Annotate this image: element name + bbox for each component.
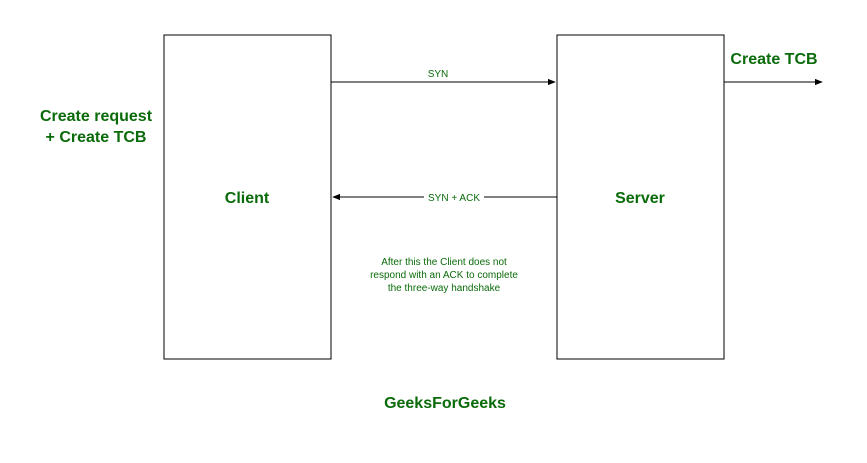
server-note-label: Create TCB (730, 51, 817, 68)
server-box (556, 34, 725, 360)
annotation-line1: After this the Client does not (381, 257, 507, 268)
syn-label: SYN (428, 69, 449, 80)
client-note-line1: Create request (40, 108, 153, 125)
server-label: Server (615, 190, 665, 207)
syn-ack-label-background (424, 190, 484, 204)
client-box (163, 34, 332, 360)
annotation-line3: the three-way handshake (388, 283, 501, 294)
annotation-line2: respond with an ACK to complete (370, 270, 518, 281)
syn-ack-label: SYN + ACK (428, 193, 480, 204)
client-note-line2: + Create TCB (46, 129, 147, 146)
client-label: Client (225, 190, 270, 207)
footer-brand: GeeksForGeeks (384, 395, 506, 412)
